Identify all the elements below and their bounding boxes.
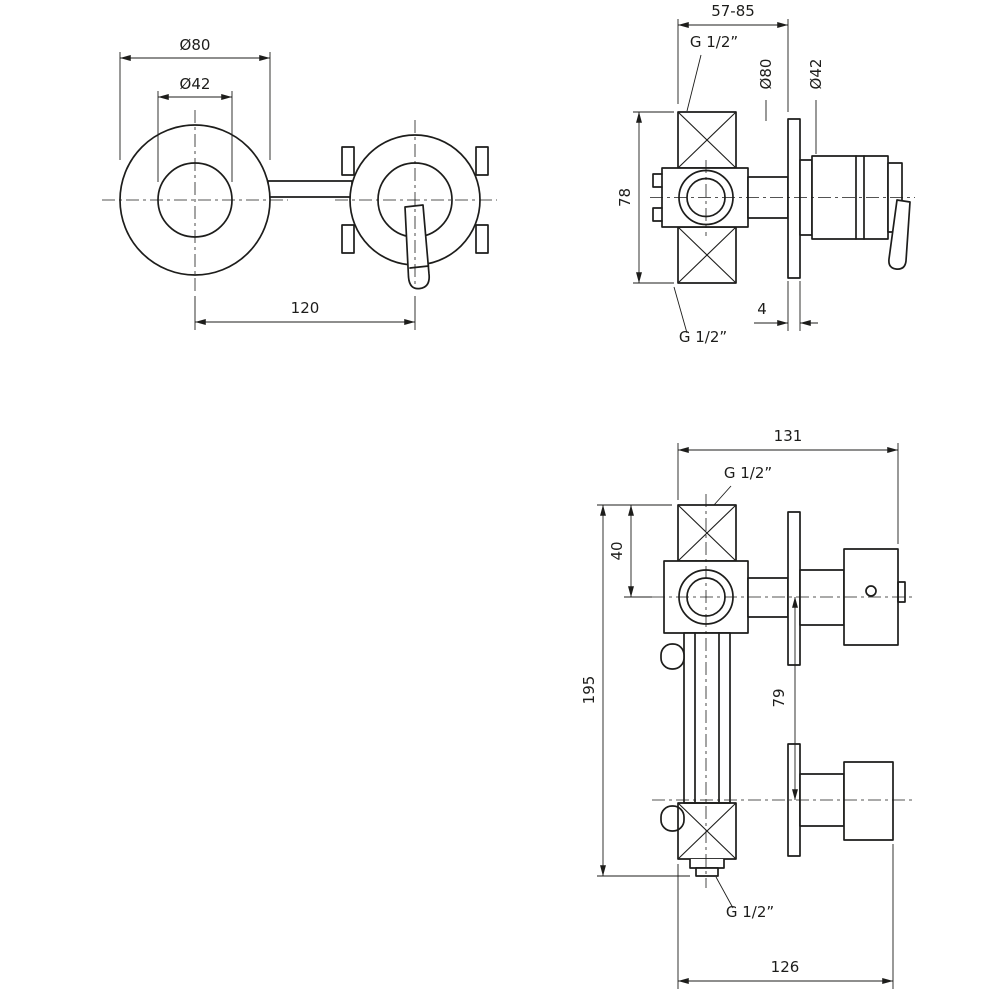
- dim-side-trim-diameter: Ø42: [807, 59, 825, 154]
- side-view: 57-85 G 1/2” Ø80 Ø42 78 4 G 1/2”: [616, 2, 915, 346]
- section-view: 131 G 1/2” 40 195 79 G 1/2”: [580, 427, 916, 989]
- dim-side-depth-range: 57-85: [677, 2, 789, 112]
- dim-front-center-distance: 120: [194, 296, 416, 330]
- dim-label-trim-diameter: Ø42: [807, 59, 825, 90]
- dim-label-front-inner-diameter: Ø42: [180, 75, 211, 93]
- dim-label-plate-thickness: 4: [757, 300, 767, 318]
- wall-plate-edge: [787, 118, 801, 279]
- dim-label-top-to-center: 40: [608, 541, 626, 560]
- front-view-centerlines: [102, 110, 497, 295]
- section-view-centerlines: [652, 494, 916, 888]
- fixing-lug: [660, 805, 685, 832]
- dim-label-bottom-width: 126: [771, 958, 800, 976]
- mount-ear: [341, 146, 355, 176]
- dim-side-plate-diameter: Ø80: [757, 59, 775, 121]
- dim-label-total-width: 131: [774, 427, 803, 445]
- thread-label-top: G 1/2”: [724, 464, 772, 482]
- dim-label-front-outer-diameter: Ø80: [180, 36, 211, 54]
- dim-front-outer-diameter: Ø80: [119, 36, 271, 160]
- connecting-bar: [267, 180, 353, 198]
- dim-side-body-height: 78: [616, 111, 674, 284]
- label-side-thread-top: G 1/2”: [686, 33, 738, 112]
- dim-front-inner-diameter: Ø42: [157, 75, 233, 182]
- cartridge-stem: [747, 577, 789, 618]
- dim-section-total-width: 131: [677, 427, 899, 544]
- top-trim-sleeve: [799, 569, 845, 626]
- mount-ear: [341, 224, 355, 254]
- front-view-geometry: [119, 124, 489, 290]
- thread-label-bottom: G 1/2”: [726, 903, 774, 921]
- fixing-lug: [660, 643, 685, 670]
- body-channel: [683, 632, 731, 804]
- mount-ear: [475, 224, 489, 254]
- dim-section-outlet-spacing: 79: [770, 596, 798, 801]
- outlet-step: [689, 859, 725, 869]
- dim-label-outlet-spacing: 79: [770, 688, 788, 707]
- side-view-centerlines: [650, 160, 915, 236]
- label-side-thread-bottom: G 1/2”: [673, 286, 727, 346]
- handle-clip: [897, 581, 906, 603]
- dim-label-front-center-distance: 120: [291, 299, 320, 317]
- top-plate-edge: [787, 511, 801, 666]
- bottom-handle-body: [843, 761, 894, 841]
- label-section-thread-bottom: G 1/2”: [715, 876, 774, 921]
- dim-section-top-to-center: 40: [597, 504, 672, 598]
- lever-handle-side: [888, 199, 911, 270]
- thread-label-top: G 1/2”: [690, 33, 738, 51]
- dim-side-plate-thickness: 4: [754, 281, 818, 331]
- thread-label-bottom: G 1/2”: [679, 328, 727, 346]
- mount-ear: [475, 146, 489, 176]
- set-screw: [865, 585, 877, 597]
- dim-label-depth-range: 57-85: [711, 2, 755, 20]
- dim-section-bottom-width: 126: [677, 844, 894, 989]
- label-section-thread-top: G 1/2”: [713, 464, 772, 506]
- dim-label-total-height: 195: [580, 676, 598, 705]
- front-view: Ø80 Ø42 120: [102, 36, 497, 330]
- dim-label-plate-diameter: Ø80: [757, 59, 775, 90]
- outlet-stub: [695, 867, 719, 877]
- dim-label-body-height: 78: [616, 188, 634, 207]
- dim-section-total-height: 195: [580, 504, 690, 877]
